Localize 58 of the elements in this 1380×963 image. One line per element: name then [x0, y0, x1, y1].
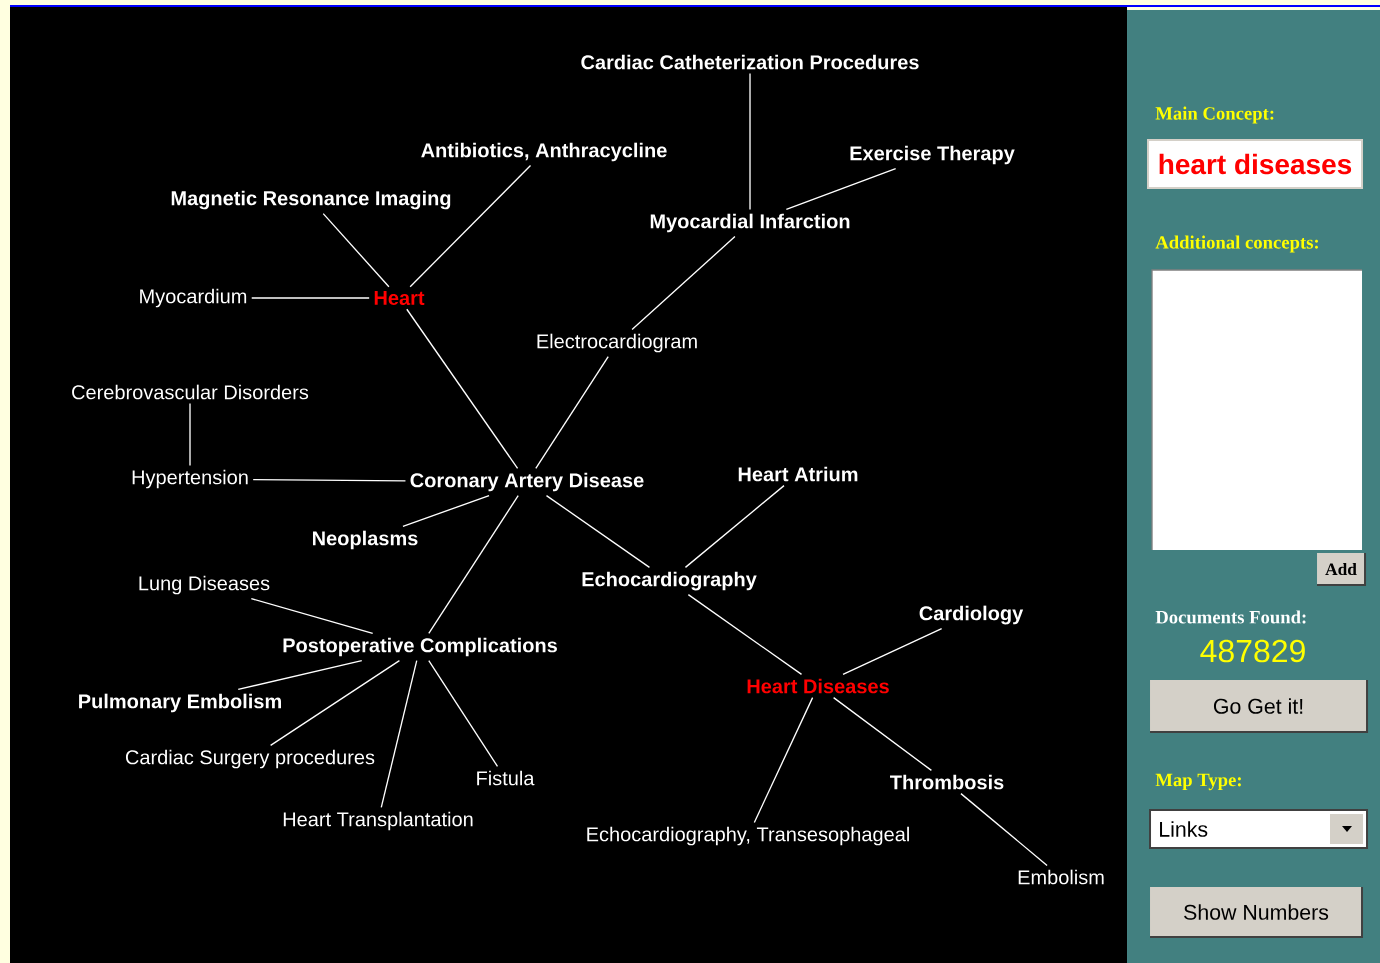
field-label: Main Concept: [1155, 106, 1274, 124]
connector-line [428, 494, 519, 635]
connector-line [252, 478, 407, 482]
concept-label: Neoplasms [313, 530, 418, 550]
connector-line [380, 659, 418, 809]
button: Show Numbers [1149, 886, 1363, 938]
concept-label: Cardiology [919, 605, 1024, 625]
field-label: Documents Found: [1155, 610, 1306, 624]
concept-label: Pulmonary Embolism [79, 693, 281, 713]
button: Add [1316, 552, 1366, 586]
concept-label: Cerebrovascular Disorders [72, 384, 309, 400]
input-field: heart diseases [1147, 139, 1363, 189]
concept-label: Heart Diseases [747, 678, 889, 694]
connector-line [832, 696, 933, 772]
connector-line [322, 212, 390, 288]
concept-label: Echocardiography, Transesophageal [587, 826, 909, 846]
concept-label: Heart Transplantation [283, 811, 473, 831]
connector-line [428, 659, 499, 768]
connector-line [189, 402, 191, 467]
concept-label: Fistula [477, 770, 535, 786]
connector-line [409, 164, 532, 288]
concept-label: Magnetic Resonance Imaging [171, 190, 451, 210]
concept-label: Electrocardiogram [537, 333, 697, 353]
connector-line [842, 627, 943, 676]
document-count: 487829 [1200, 639, 1305, 663]
button: Go Get it! [1149, 679, 1368, 733]
concept-label: Antibiotics, Anthracycline [421, 142, 667, 162]
connector-line [402, 494, 490, 528]
connector-line [535, 355, 609, 470]
field-label: Additional concepts: [1155, 235, 1318, 253]
concept-label: Heart [374, 291, 425, 305]
connector-line [269, 659, 401, 747]
concept-label: Thrombosis [890, 774, 1004, 790]
concept-label: Embolism [1018, 869, 1104, 885]
connector-line [753, 696, 814, 824]
concept-label: Cardiac Surgery procedures [125, 749, 375, 769]
connector-line [406, 308, 519, 470]
connector-line [237, 659, 363, 691]
concept-label: Cardiac Catheterization Procedures [581, 54, 919, 70]
concept-label: Exercise Therapy [850, 145, 1015, 165]
concept-label: Myocardium [140, 288, 247, 308]
connector-line [960, 792, 1048, 867]
concept-label: Lung Diseases [139, 575, 270, 595]
concept-label: Heart Atrium [738, 466, 858, 482]
connector-line [251, 297, 370, 299]
connector-line [684, 484, 785, 569]
connector-line [545, 494, 651, 569]
concept-label: Postoperative Complications [283, 637, 557, 657]
connector-line [749, 72, 751, 211]
connector-line [785, 167, 897, 211]
connector-line [687, 593, 803, 676]
field-label: Map Type: [1155, 773, 1241, 791]
concept-label: Echocardiography [582, 571, 757, 591]
concept-label: Hypertension [132, 469, 248, 489]
connector-line [631, 235, 736, 331]
concept-label: Myocardial Infarction [650, 213, 850, 233]
connector-line [250, 597, 374, 635]
concept-label: Coronary Artery Disease [410, 472, 644, 492]
